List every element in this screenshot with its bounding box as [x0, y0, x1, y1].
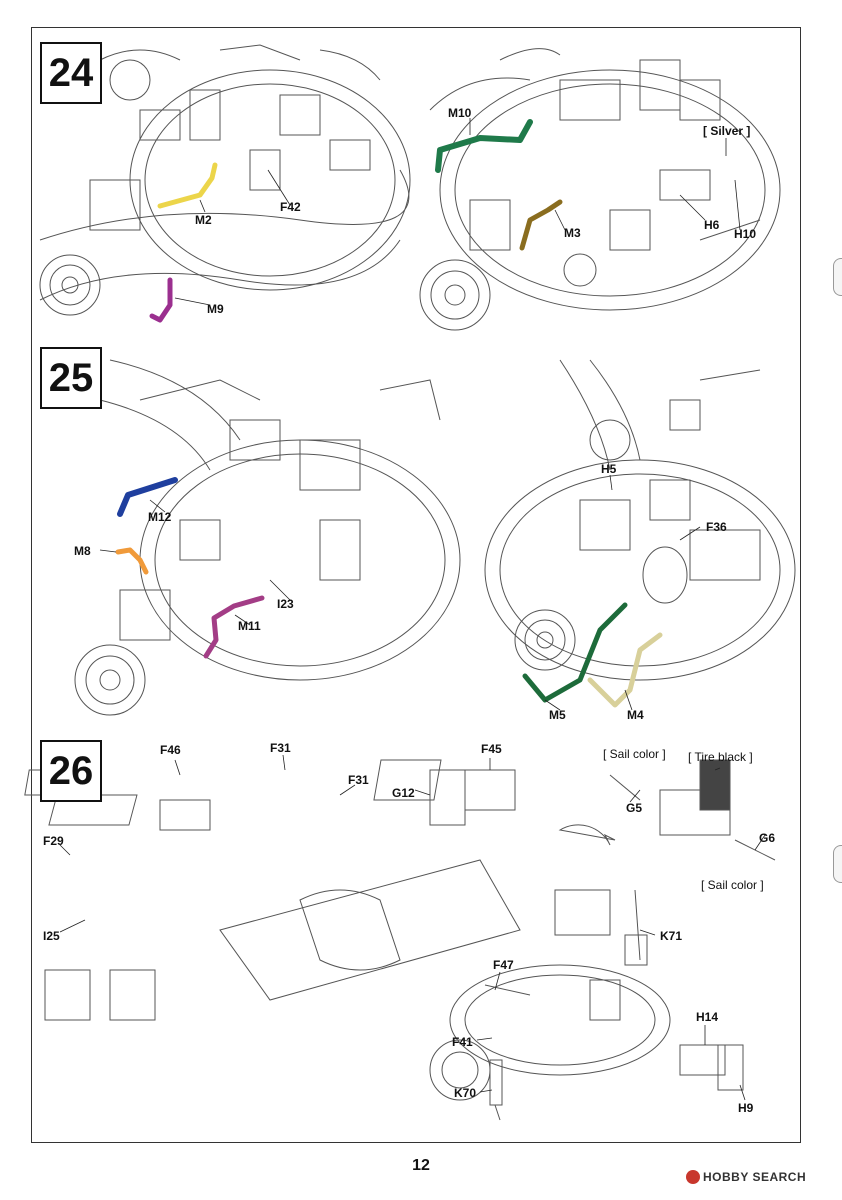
hose-m2 [157, 162, 218, 209]
label-f31-side: F31 [348, 773, 369, 787]
label-sail-color-top: [ Sail color ] [603, 747, 666, 761]
label-h9: H9 [738, 1101, 754, 1115]
label-k71: K71 [660, 929, 683, 943]
label-tire-black: [ Tire black ] [688, 750, 753, 764]
label-m4: M4 [627, 708, 644, 722]
hose-m11 [203, 595, 265, 659]
label-m11: M11 [238, 619, 261, 633]
brand-name: HOBBY SEARCH [703, 1170, 807, 1184]
step-number-24: 24 [40, 42, 102, 104]
step24-left-drawing [39, 44, 411, 316]
step26-drawing [24, 759, 776, 1121]
hose-m9 [149, 277, 173, 323]
label-m3: M3 [564, 226, 581, 240]
hose-m3 [519, 199, 563, 251]
label-i23: I23 [277, 597, 294, 611]
label-g5: G5 [626, 801, 643, 815]
label-m12: M12 [148, 510, 172, 524]
label-h14: H14 [696, 1010, 719, 1024]
label-m5: M5 [549, 708, 566, 722]
label-m8: M8 [74, 544, 91, 558]
label-f46: F46 [160, 743, 181, 757]
label-g12: G12 [392, 786, 415, 800]
binder-ring-icon [833, 258, 842, 296]
hose-m8 [115, 547, 149, 575]
step24-right-drawing [419, 48, 781, 331]
label-i25: I25 [43, 929, 60, 943]
label-h10: H10 [734, 227, 757, 241]
step-number-25: 25 [40, 347, 102, 409]
hose-m10 [435, 119, 533, 173]
label-silver: [ Silver ] [703, 124, 751, 138]
hose-m5 [522, 602, 628, 703]
hose-m12 [117, 477, 178, 517]
label-f42: F42 [280, 200, 301, 214]
label-m2: M2 [195, 213, 212, 227]
label-h6: H6 [704, 218, 720, 232]
label-f31-top: F31 [270, 741, 291, 755]
step25-left-drawing [74, 359, 461, 716]
page-frame [31, 27, 801, 1143]
label-g6: G6 [759, 831, 776, 845]
brand-logo-icon [686, 1170, 700, 1184]
label-sail-color-bottom: [ Sail color ] [701, 878, 764, 892]
label-h5: H5 [601, 462, 617, 476]
binder-ring-icon [833, 845, 842, 883]
step25-right-drawing [484, 359, 796, 681]
label-m9: M9 [207, 302, 224, 316]
label-f47: F47 [493, 958, 514, 972]
page-number: 12 [412, 1157, 430, 1174]
label-m10: M10 [448, 106, 472, 120]
brand-watermark: HOBBY SEARCH [686, 1170, 806, 1184]
step-number-26: 26 [40, 740, 102, 802]
label-f45: F45 [481, 742, 502, 756]
label-f29: F29 [43, 834, 64, 848]
label-k70: K70 [454, 1086, 477, 1100]
hose-m4 [587, 632, 663, 708]
label-f41: F41 [452, 1035, 473, 1049]
label-f36: F36 [706, 520, 727, 534]
